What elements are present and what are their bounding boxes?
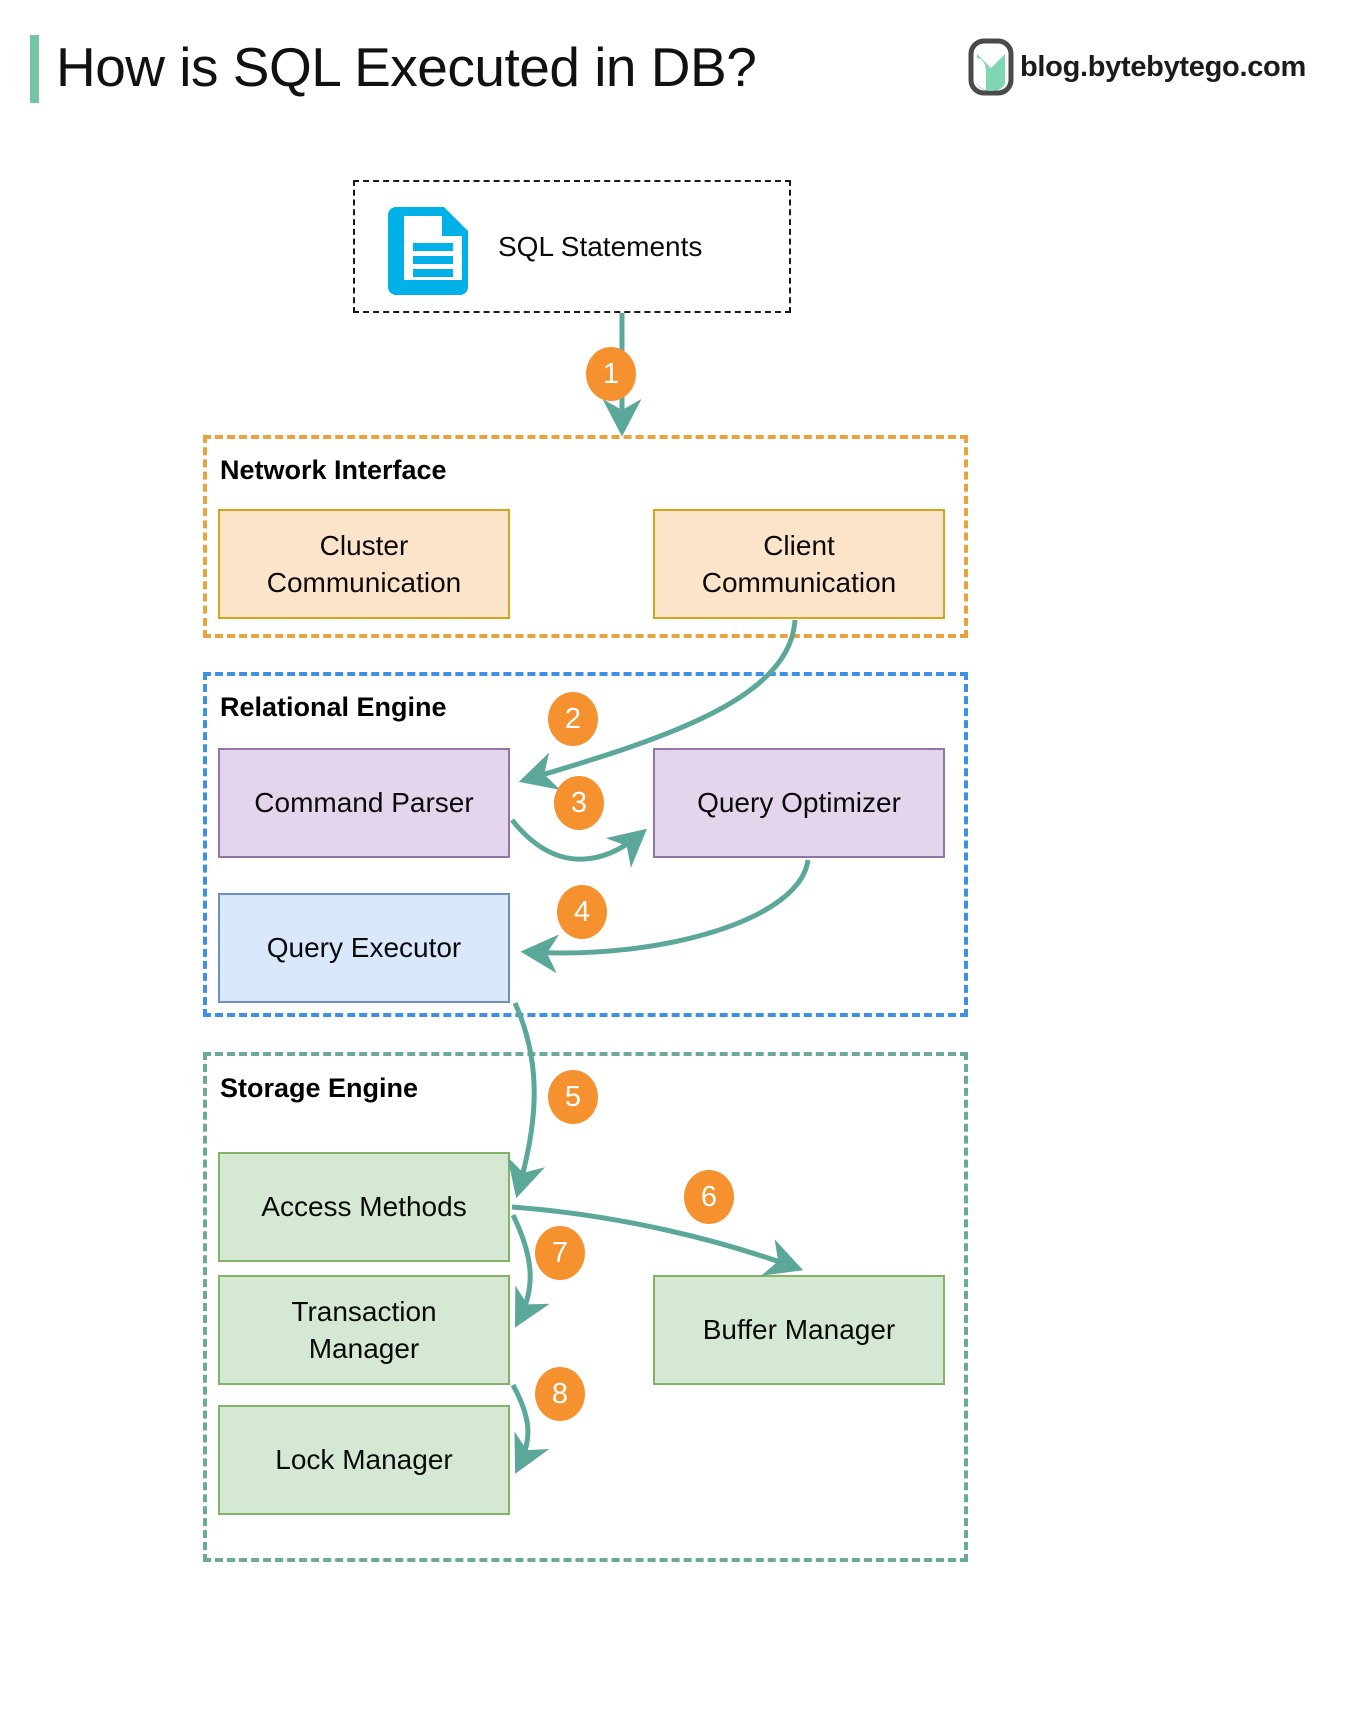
step-badge-2: 2: [548, 692, 598, 746]
step-badge-5: 5: [548, 1070, 598, 1124]
page-title: How is SQL Executed in DB?: [56, 36, 757, 98]
node-label-line2: Manager: [308, 1333, 420, 1364]
node-query-optimizer[interactable]: Query Optimizer: [653, 748, 945, 858]
group-label-network-interface: Network Interface: [220, 455, 447, 485]
node-cluster-communication[interactable]: Cluster Communication: [218, 509, 510, 619]
step-badge-7: 7: [535, 1226, 585, 1280]
node-label-line2: Communication: [266, 567, 462, 598]
node-buffer-manager[interactable]: Buffer Manager: [653, 1275, 945, 1385]
node-transaction-manager[interactable]: Transaction Manager: [218, 1275, 510, 1385]
page-header: How is SQL Executed in DB? blog.bytebyte…: [0, 0, 1358, 140]
brand-lockup: blog.bytebytego.com: [968, 38, 1306, 96]
node-label-line2: Communication: [701, 567, 897, 598]
sql-statements-label: SQL Statements: [498, 231, 703, 263]
node-access-methods[interactable]: Access Methods: [218, 1152, 510, 1262]
step-badge-4: 4: [557, 885, 607, 939]
step-badge-6: 6: [684, 1170, 734, 1224]
node-label-line1: Client: [763, 529, 835, 561]
title-accent-bar: [30, 35, 39, 103]
group-label-relational-engine: Relational Engine: [220, 692, 447, 722]
step-badge-3: 3: [554, 776, 604, 830]
node-query-executor[interactable]: Query Executor: [218, 893, 510, 1003]
group-label-storage-engine: Storage Engine: [220, 1073, 419, 1103]
group-storage-engine: [203, 1052, 968, 1562]
node-label-line1: Transaction: [291, 1295, 437, 1327]
brand-text: blog.bytebytego.com: [1020, 50, 1306, 83]
node-command-parser[interactable]: Command Parser: [218, 748, 510, 858]
node-client-communication[interactable]: Client Communication: [653, 509, 945, 619]
node-label-line1: Cluster: [319, 529, 409, 561]
step-badge-1: 1: [586, 347, 636, 401]
step-badge-8: 8: [535, 1367, 585, 1421]
bytebytego-logo-icon: [968, 38, 1014, 96]
document-icon: [388, 207, 468, 295]
node-lock-manager[interactable]: Lock Manager: [218, 1405, 510, 1515]
